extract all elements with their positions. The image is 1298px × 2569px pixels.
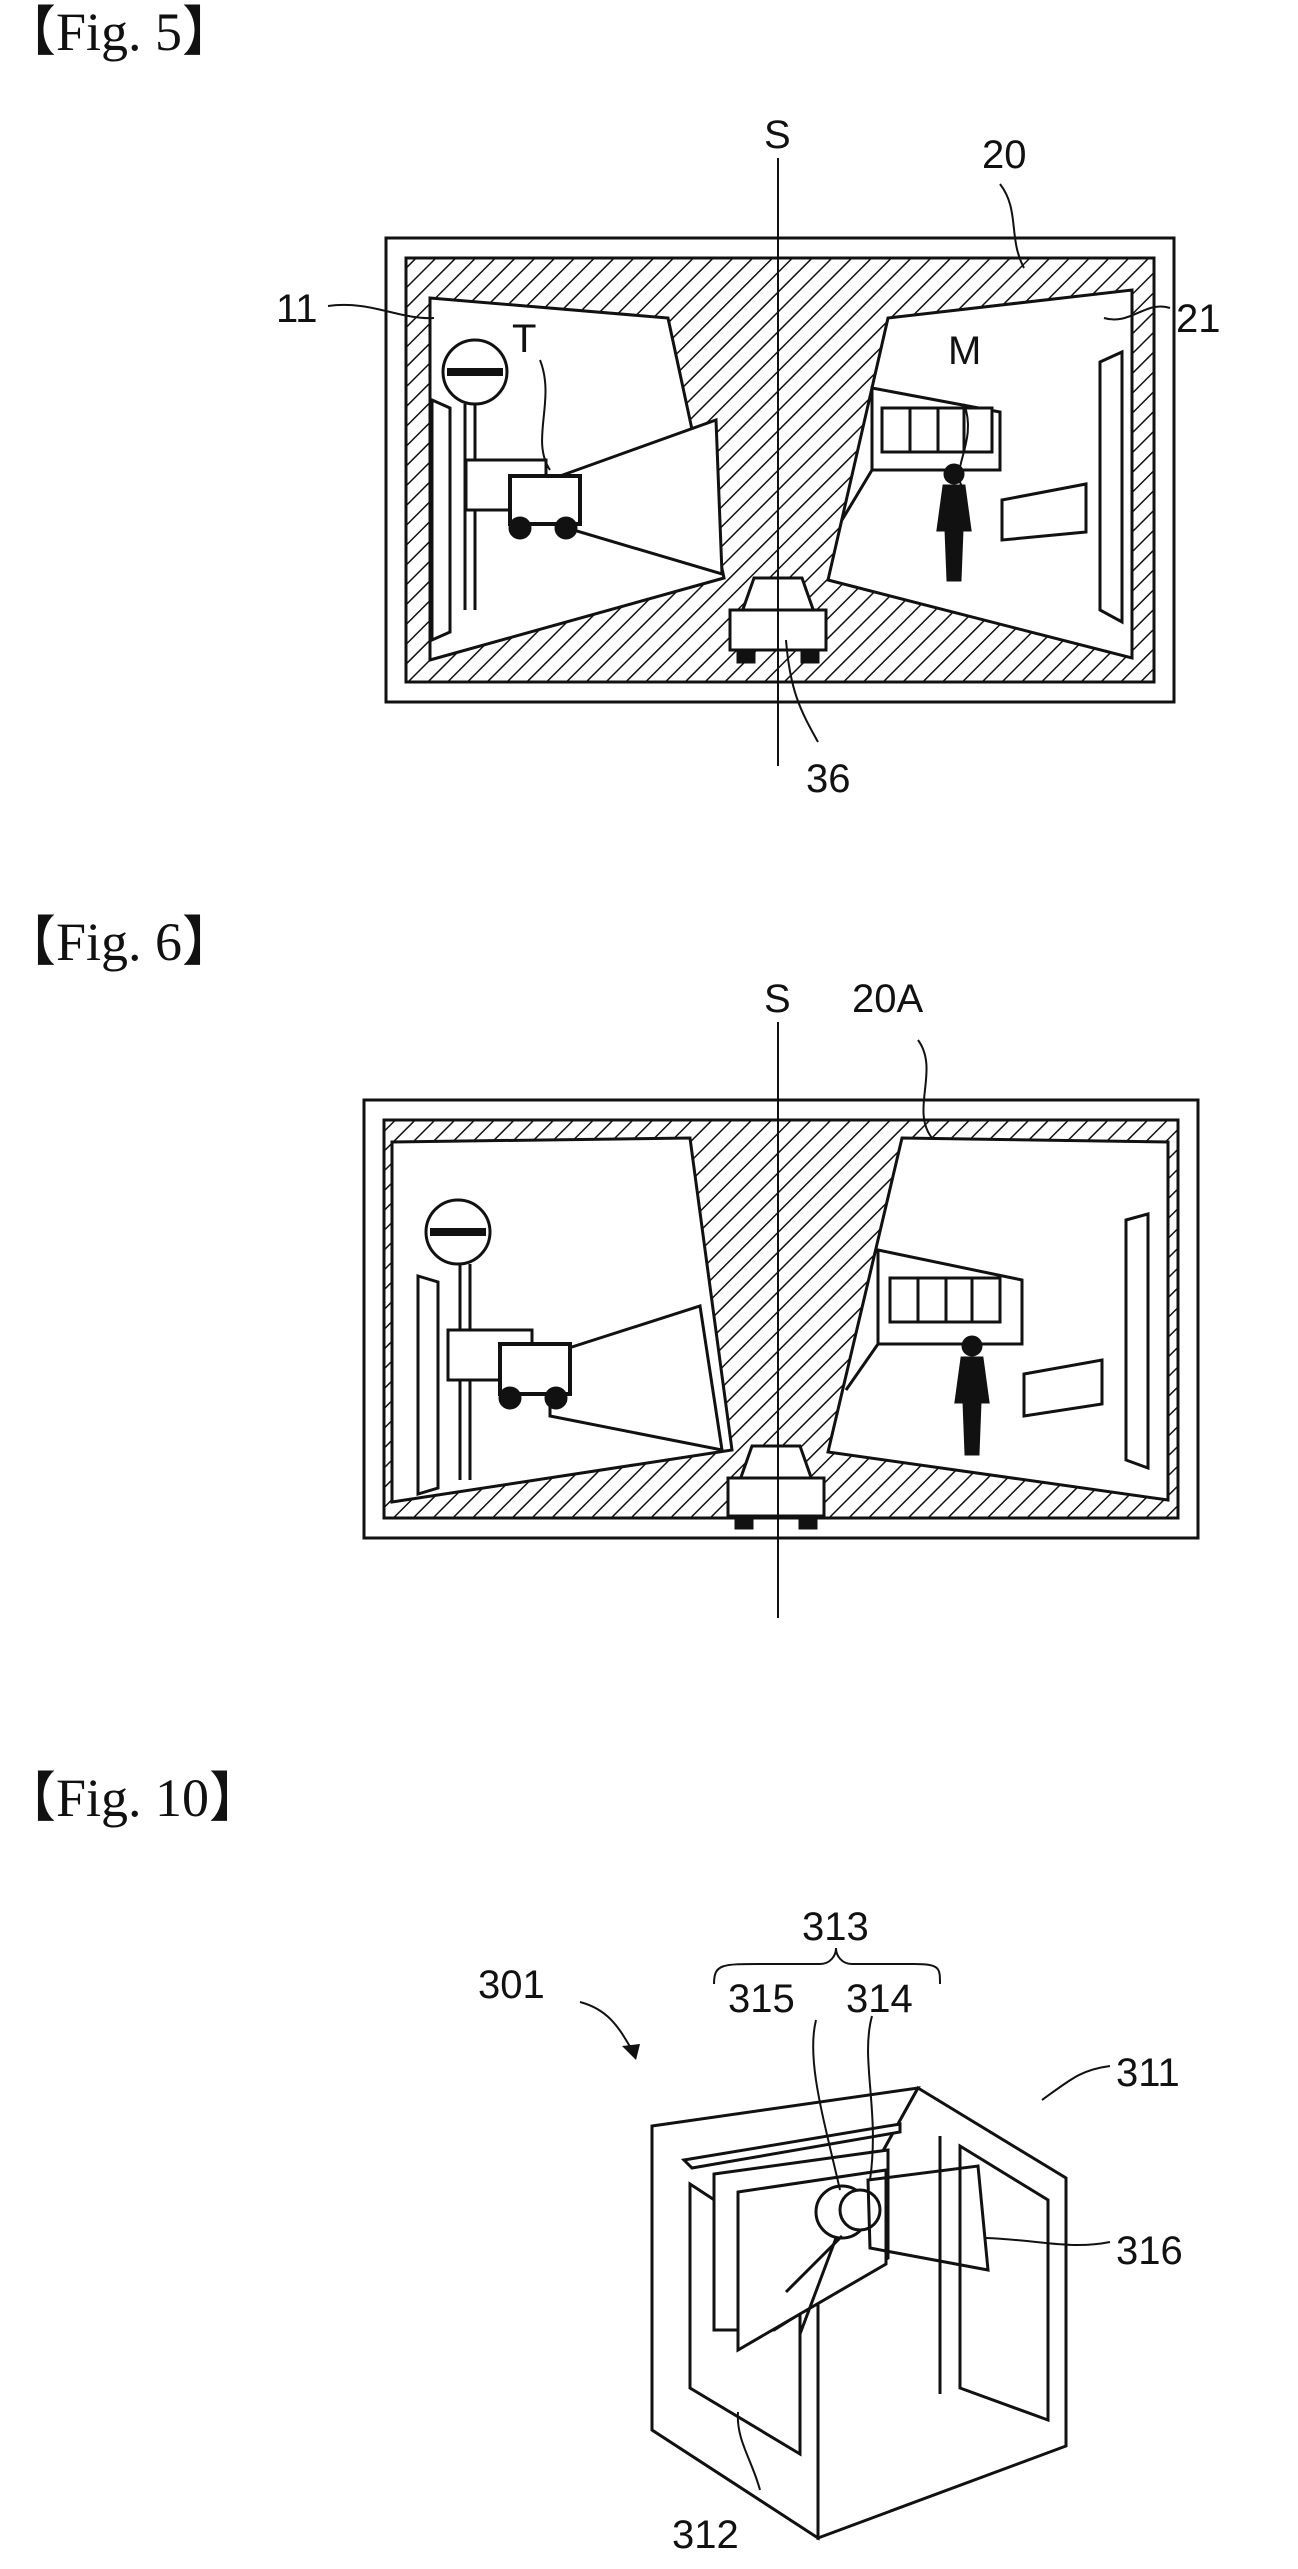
fig5-label-20: 20 [982, 133, 1027, 177]
fig6-leader-20a [917, 1039, 933, 1139]
fig5-leaders [327, 183, 1171, 743]
fig5-right-scene [840, 349, 1124, 625]
fig6-label-20a: 20A [852, 977, 923, 1021]
fig5-label-t: T [512, 317, 536, 361]
fig6-right-scene [844, 1212, 1150, 1471]
fig5-label-s: S [764, 113, 791, 157]
fig10-leaders [579, 1947, 1111, 2491]
fig5-label-m: M [948, 329, 981, 373]
fig5-label-21: 21 [1176, 297, 1221, 341]
fig5-title: 【Fig. 5】 [2, 2, 237, 62]
fig10-label-313: 313 [802, 1905, 869, 1949]
fig5-label-36: 36 [806, 757, 851, 801]
fig5-right-view [826, 288, 1134, 660]
fig10-label-315: 315 [728, 1977, 795, 2021]
fig5-label-11: 11 [276, 287, 318, 331]
fig6-car [726, 1444, 826, 1530]
fig6-label-s: S [764, 977, 791, 1021]
fig10-mask-plate [784, 2164, 990, 2335]
fig10-label-311: 311 [1116, 2051, 1180, 2095]
fig10-label-314: 314 [846, 1977, 913, 2021]
fig10-title: 【Fig. 10】 [2, 1768, 264, 1828]
fig10-label-312: 312 [672, 2513, 739, 2557]
fig6-left-scene [416, 1198, 724, 1497]
fig10-label-316: 316 [1116, 2229, 1183, 2273]
fig10-label-301: 301 [478, 1963, 545, 2007]
fig10-arrowhead [622, 2044, 640, 2060]
fig6-title: 【Fig. 6】 [2, 912, 237, 972]
fig5-left-scene [430, 338, 724, 643]
fig10-diagram: 313 301 315 314 311 316 312 [478, 1905, 1183, 2557]
fig6-diagram: S 20A [362, 977, 1200, 1618]
fig5-diagram: S 20 11 21 T M 36 [276, 113, 1221, 801]
